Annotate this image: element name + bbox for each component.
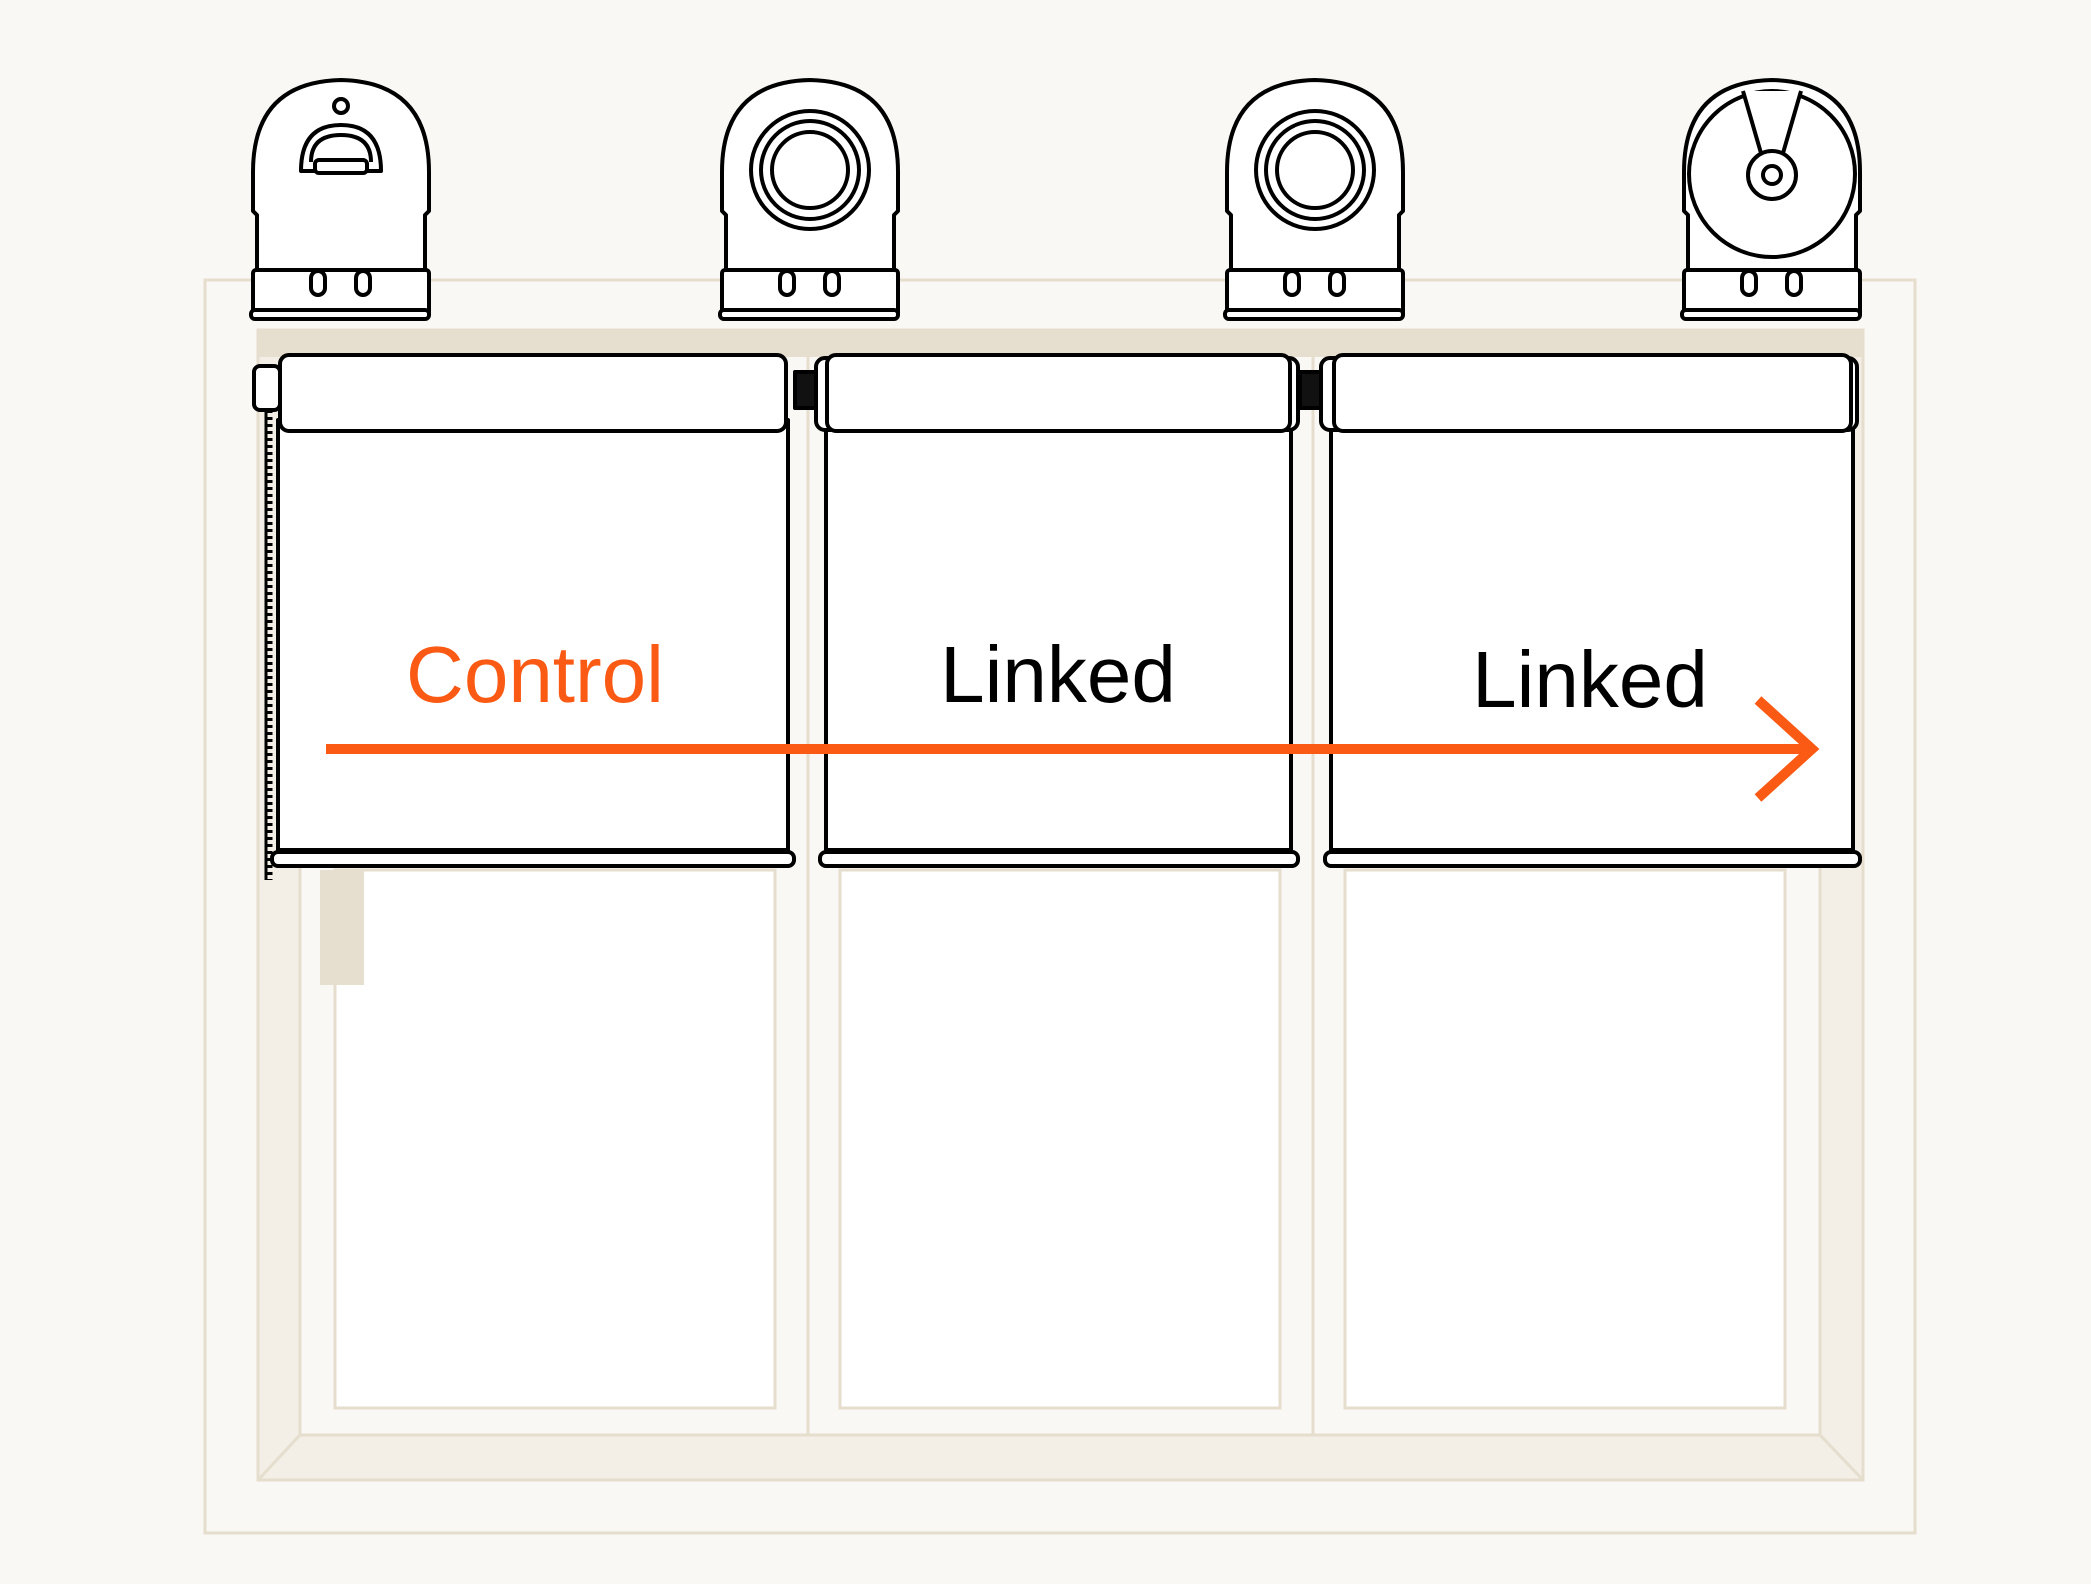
blind-1-end-cap [252, 364, 282, 412]
bracket-base [249, 308, 431, 321]
ring-inner [1275, 130, 1355, 210]
blind-2-fabric [824, 418, 1293, 852]
window-pane-1 [333, 868, 777, 1410]
arrow-head [1754, 696, 1820, 802]
pulley-hub-inner [1761, 164, 1783, 186]
window-pane-3 [1343, 868, 1787, 1410]
blind-group [252, 353, 1862, 880]
screw-slot-right [823, 269, 841, 297]
bracket-base [1680, 308, 1862, 321]
bracket-base [1223, 308, 1405, 321]
screw-slot-right [354, 269, 372, 297]
blind-1-roller [278, 353, 788, 433]
bead-chain [264, 410, 273, 880]
blind-label-control: Control [406, 630, 664, 719]
link-coupler-2 [1298, 370, 1324, 410]
screw-slot-right [1785, 269, 1803, 297]
control-bracket-icon [249, 78, 431, 321]
clutch-inner-arc [309, 133, 373, 163]
arrow-right-icon [326, 696, 1820, 802]
screw-slot-right [1328, 269, 1346, 297]
blind-3 [1319, 353, 1862, 868]
blind-label-linked-1: Linked [940, 630, 1176, 719]
screw-slot-left [1283, 269, 1301, 297]
headrail-shadow [258, 330, 1863, 357]
screw-slot-left [778, 269, 796, 297]
screw-slot-left [309, 269, 327, 297]
blind-1 [252, 353, 796, 868]
sill-bevel-right [1818, 1433, 1865, 1482]
sill-bevel-left [256, 1433, 302, 1482]
idle-end-bracket-icon [1680, 78, 1862, 321]
clutch-slot [313, 158, 369, 175]
cord-weight [320, 870, 364, 985]
blind-1-fabric [276, 418, 790, 852]
blind-2 [814, 353, 1300, 868]
blind-3-bottom-bar [1323, 850, 1862, 868]
window-pane-2 [838, 868, 1282, 1410]
screw-slot-left [1740, 269, 1758, 297]
blind-1-bottom-bar [270, 850, 796, 868]
blind-2-bottom-bar [818, 850, 1300, 868]
blind-3-fabric [1329, 418, 1855, 852]
link-bracket-icon [1223, 78, 1405, 321]
blind-label-linked-2: Linked [1472, 635, 1708, 724]
bracket-base [718, 308, 900, 321]
link-bracket-icon [718, 78, 900, 321]
bracket-pin-hole [332, 97, 350, 115]
blind-2-roller [825, 353, 1292, 433]
link-coupler-1 [793, 370, 819, 410]
ring-inner [770, 130, 850, 210]
blind-3-roller [1332, 353, 1853, 433]
outer-frame [203, 278, 1917, 1535]
